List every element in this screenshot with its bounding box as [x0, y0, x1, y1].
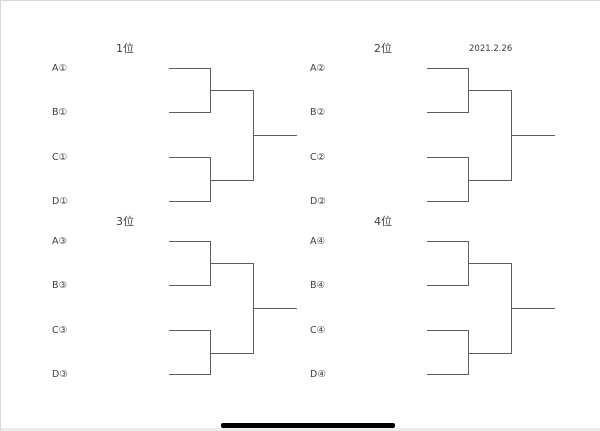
- seed-label: A③: [52, 236, 68, 247]
- seed-label: C②: [310, 152, 326, 163]
- bracket-2nd-place: 2位 A② B② C② D②: [310, 42, 555, 214]
- round2-connector: [469, 263, 512, 354]
- seed-label: D①: [52, 196, 68, 207]
- seed-label: D②: [310, 196, 326, 207]
- seed-label: A②: [310, 63, 326, 74]
- round1-connector-top: [169, 68, 211, 113]
- final-line: [510, 307, 555, 309]
- seed-label: B②: [310, 107, 326, 118]
- round1-connector-bottom: [169, 330, 211, 375]
- seed-label: A④: [310, 236, 326, 247]
- round1-connector-top: [427, 241, 469, 286]
- bracket-title: 2位: [374, 42, 392, 55]
- seed-label: A①: [52, 63, 68, 74]
- bracket-4th-place: 4位 A④ B④ C④ D④: [310, 215, 555, 387]
- seed-label: C③: [52, 325, 68, 336]
- footer-bar: [221, 423, 395, 428]
- bracket-title: 1位: [116, 42, 134, 55]
- bracket-3rd-place: 3位 A③ B③ C③ D③: [52, 215, 297, 387]
- round1-connector-bottom: [427, 330, 469, 375]
- round1-connector-top: [169, 241, 211, 286]
- round1-connector-top: [427, 68, 469, 113]
- round1-connector-bottom: [169, 157, 211, 202]
- bracket-title: 3位: [116, 215, 134, 228]
- page-bottom-edge: [1, 428, 600, 431]
- seed-label: C④: [310, 325, 326, 336]
- round1-connector-bottom: [427, 157, 469, 202]
- final-line: [510, 134, 555, 136]
- seed-label: B④: [310, 280, 326, 291]
- round2-connector: [469, 90, 512, 181]
- seed-label: D④: [310, 369, 326, 380]
- seed-label: C①: [52, 152, 68, 163]
- round2-connector: [211, 263, 254, 354]
- final-line: [252, 134, 297, 136]
- final-line: [252, 307, 297, 309]
- seed-label: B①: [52, 107, 68, 118]
- round2-connector: [211, 90, 254, 181]
- bracket-1st-place: 1位 A① B① C① D①: [52, 42, 297, 214]
- date-label: 2021.2.26: [469, 44, 513, 54]
- bracket-title: 4位: [374, 215, 392, 228]
- seed-label: B③: [52, 280, 68, 291]
- seed-label: D③: [52, 369, 68, 380]
